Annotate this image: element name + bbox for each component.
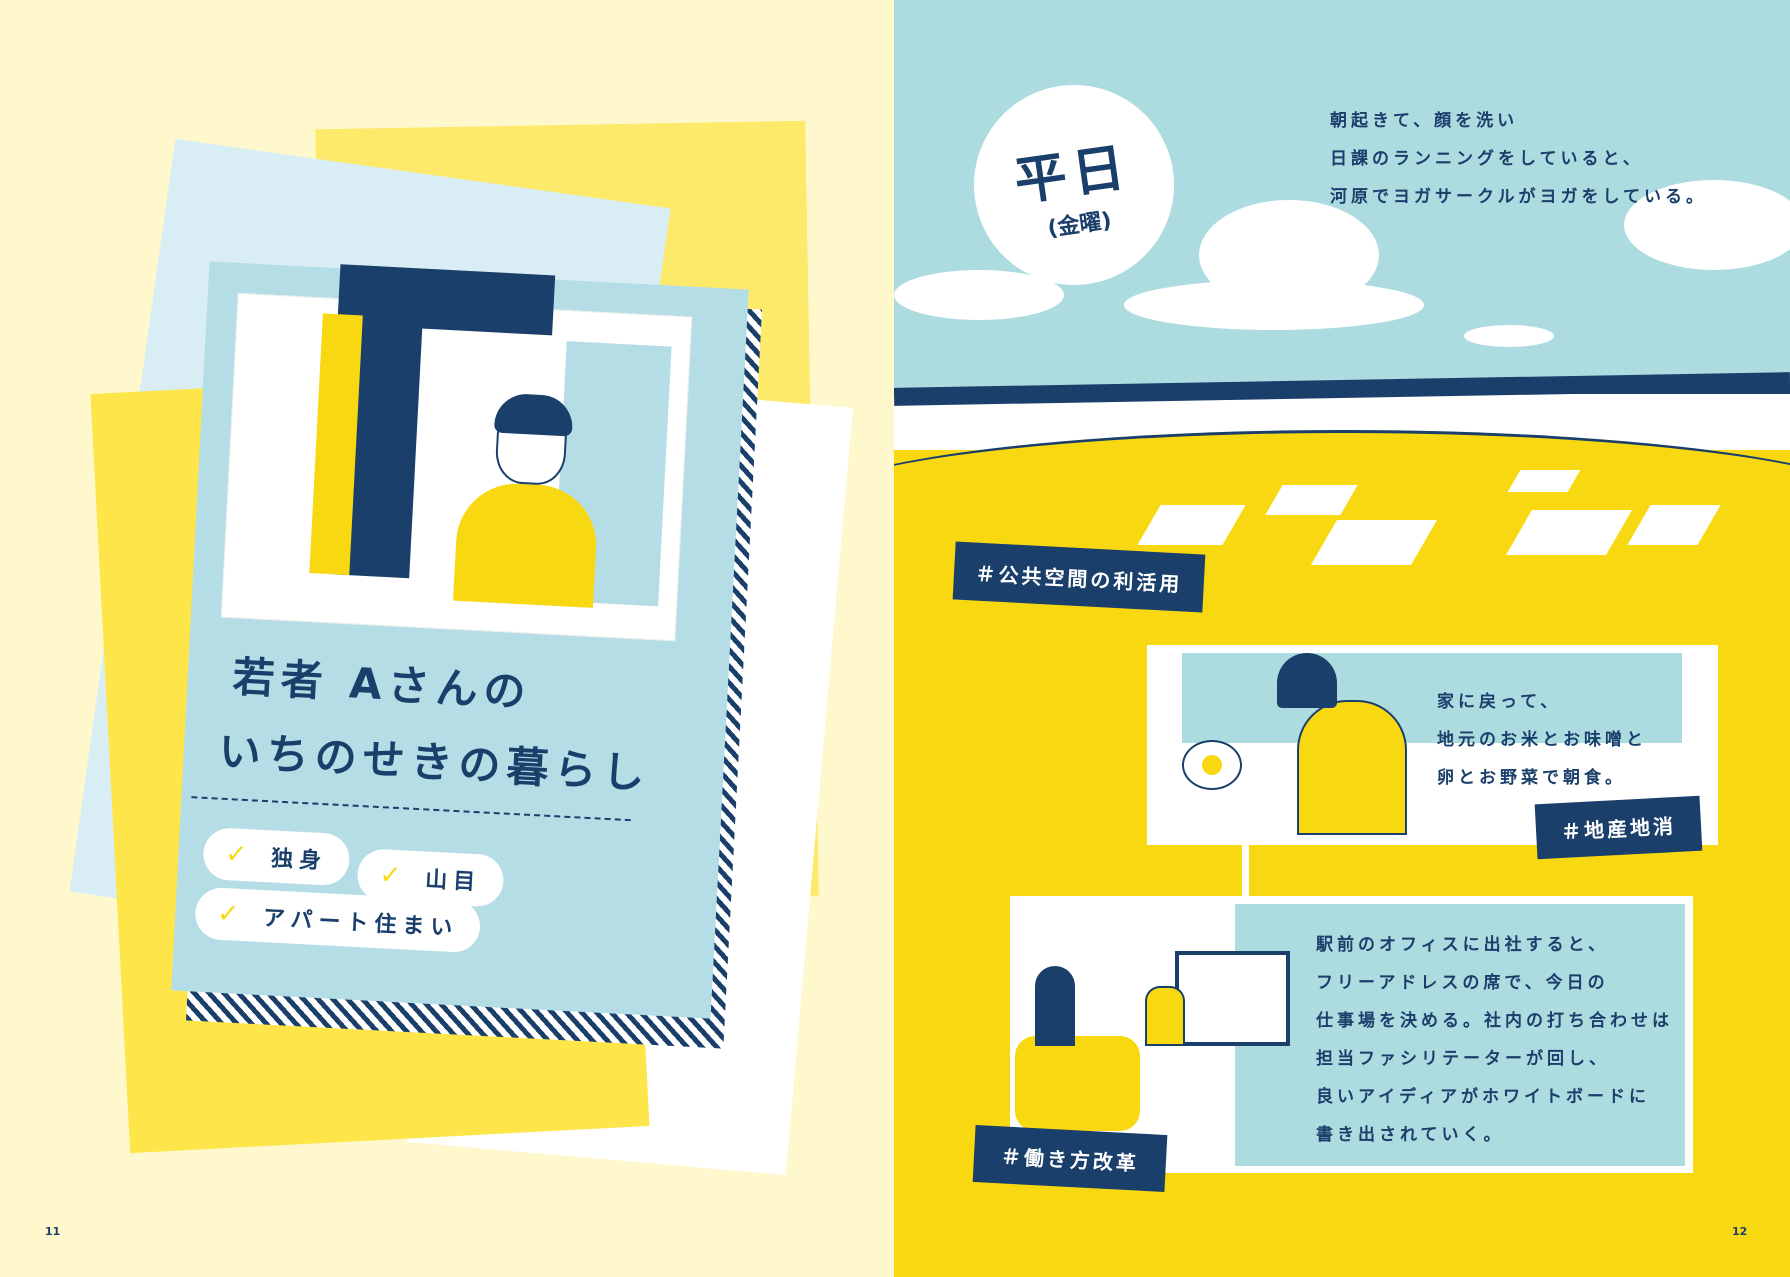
person-eating-illustration: [1297, 700, 1407, 835]
breakfast-text: 家に戻って、 地元のお米とお味噌と 卵とお野菜で朝食。: [1437, 692, 1647, 788]
page-number-right: 12: [1732, 1225, 1748, 1238]
check-icon: ✓: [378, 860, 409, 892]
badge-main: 平日: [1010, 136, 1135, 213]
profile-photo: [220, 264, 693, 642]
office-text: 駅前のオフィスに出社すると、 フリーアドレスの席で、今日の 仕事場を決める。社内…: [1316, 935, 1673, 1145]
right-page: 平日 (金曜) 朝起きて、顔を洗い 日課のランニングをしていると、 河原でヨガサ…: [894, 0, 1790, 1277]
tag-pill-single: ✓独身: [202, 826, 351, 887]
left-page: 若者 Aさんの いちのせきの暮らし ✓独身 ✓山目 ✓アパート住まい 11: [0, 0, 894, 1277]
connector: [1242, 845, 1249, 897]
tag-work-style: ＃働き方改革: [972, 1125, 1168, 1192]
check-icon: ✓: [216, 898, 246, 931]
morning-text: 朝起きて、顔を洗い 日課のランニングをしていると、 河原でヨガサークルがヨガをし…: [1330, 111, 1707, 207]
tag-local-production: ＃地産地消: [1534, 795, 1703, 860]
check-icon: ✓: [224, 839, 255, 871]
office-panel: 駅前のオフィスに出社すると、 フリーアドレスの席で、今日の 仕事場を決める。社内…: [1010, 896, 1693, 1173]
card-title-line1: 若者 Aさんの: [231, 652, 533, 717]
whiteboard-illustration: [1175, 951, 1290, 1046]
breakfast-panel: 家に戻って、 地元のお米とお味噌と 卵とお野菜で朝食。: [1147, 645, 1718, 845]
card-title-line2: いちのせきの暮らし: [217, 726, 652, 799]
profile-card: 若者 Aさんの いちのせきの暮らし ✓独身 ✓山目 ✓アパート住まい: [171, 261, 749, 1019]
dashed-divider: [191, 796, 631, 822]
page-number-left: 11: [45, 1225, 61, 1238]
sofa-illustration: [1015, 1036, 1140, 1131]
